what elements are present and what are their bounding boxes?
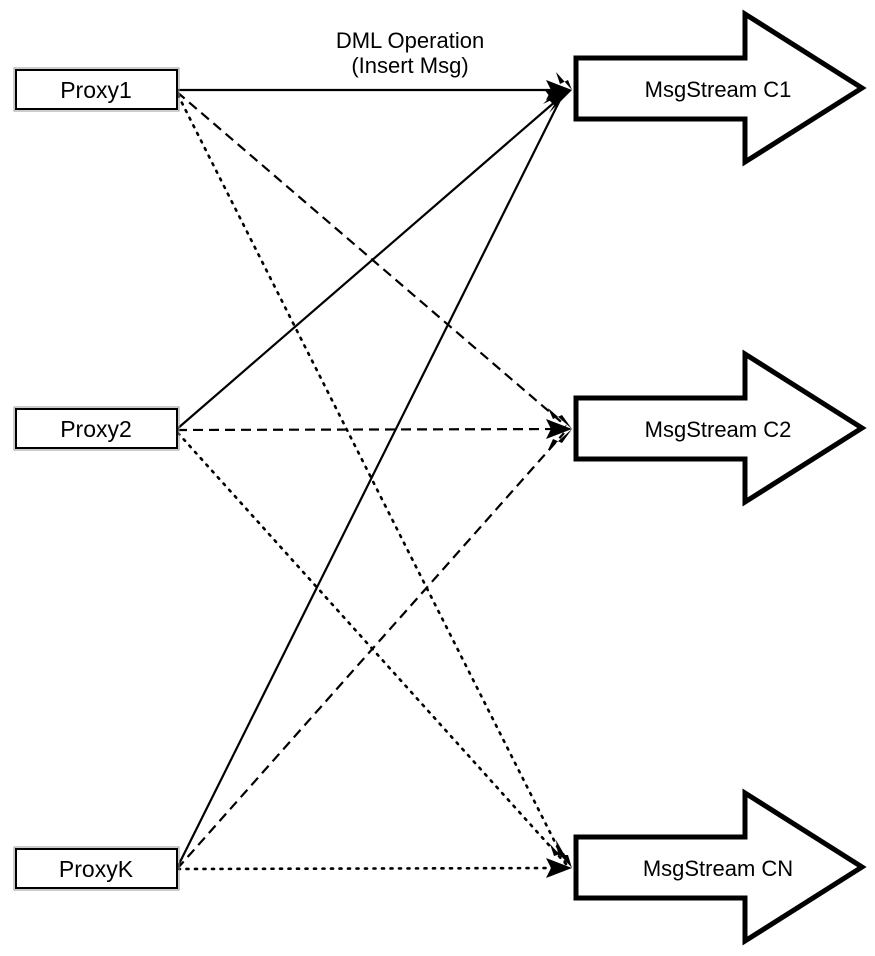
arrowhead-c2-a	[546, 419, 572, 439]
connection-proxy1-to-c2	[176, 91, 567, 427]
edge-label-line2: (Insert Msg)	[351, 53, 468, 78]
target-stream-cn[interactable]: MsgStream CN	[573, 788, 867, 946]
proxyk-box-outline	[13, 846, 180, 891]
edge-label-line1: DML Operation	[336, 28, 484, 53]
arrowhead-c1-d	[556, 72, 572, 90]
proxy2-box[interactable]	[15, 408, 178, 449]
arrowhead-layer	[543, 72, 572, 878]
connection-proxyk-to-c2	[176, 432, 565, 870]
arrowhead-cn-a	[546, 858, 572, 878]
proxyk-label: ProxyK	[59, 856, 134, 882]
source-proxy2[interactable]: Proxy2	[13, 406, 180, 451]
proxy1-label: Proxy1	[60, 77, 132, 103]
edge-label-group: DML Operation (Insert Msg)	[336, 28, 484, 78]
stream-cn-arrow-shape[interactable]	[573, 788, 867, 946]
arrowhead-c2-c	[548, 429, 572, 450]
stream-c2-label: MsgStream C2	[645, 417, 792, 442]
proxy2-label: Proxy2	[60, 416, 132, 442]
stream-c2-arrow-shape[interactable]	[573, 349, 867, 507]
stream-c1-label: MsgStream C1	[645, 77, 792, 102]
source-proxy1[interactable]: Proxy1	[13, 67, 180, 112]
connection-proxy2-to-c1	[176, 93, 565, 430]
connection-proxyk-to-c1	[176, 95, 563, 869]
proxy1-box[interactable]	[15, 69, 178, 110]
arrowhead-cn-b	[550, 844, 572, 868]
target-stream-c1[interactable]: MsgStream C1	[573, 9, 867, 167]
target-stream-c2[interactable]: MsgStream C2	[573, 349, 867, 507]
arrowhead-c1-c	[548, 90, 572, 113]
connection-proxy1-to-cn	[176, 93, 568, 866]
connection-proxyk-to-cn	[176, 866, 568, 871]
source-proxyk[interactable]: ProxyK	[13, 846, 180, 891]
stream-cn-label: MsgStream CN	[643, 856, 793, 881]
arrowhead-c2-b	[548, 408, 572, 429]
connection-layer	[176, 88, 568, 871]
connection-proxy2-to-c2	[176, 427, 567, 432]
arrowhead-cn-c	[556, 840, 572, 868]
proxy1-box-outline	[13, 67, 180, 112]
proxy2-box-outline	[13, 406, 180, 451]
stream-c1-arrow-shape[interactable]	[573, 9, 867, 167]
proxyk-box[interactable]	[15, 848, 178, 889]
